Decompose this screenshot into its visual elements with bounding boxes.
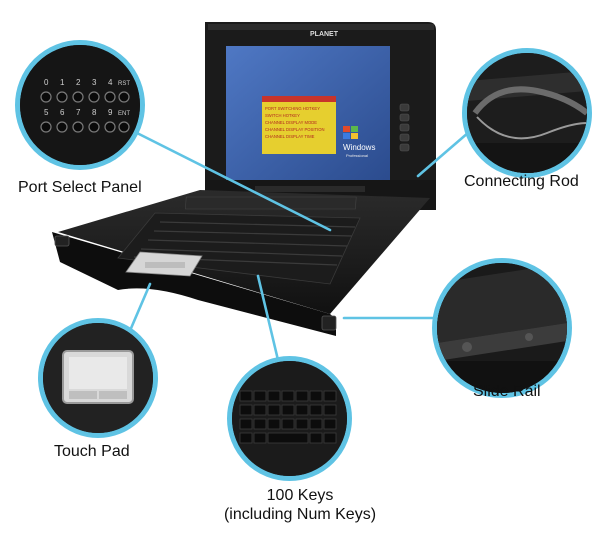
port-key-6: 6: [60, 108, 65, 117]
keys-label-line2: (including Num Keys): [223, 506, 377, 523]
port-key-2: 2: [76, 78, 81, 87]
touch-pad-callout: [38, 318, 158, 438]
port-key-rst: RST: [118, 81, 130, 87]
mounting-brackets: [54, 235, 337, 331]
port-select-label: Port Select Panel: [18, 179, 142, 196]
connecting-rod-label: Connecting Rod: [464, 173, 579, 190]
brand-mark: PLANET: [310, 31, 339, 38]
keys-label-line1: 100 Keys: [266, 487, 334, 504]
screen-dialog: [262, 96, 336, 154]
screen-line: SWITCH HOTKEY: [265, 113, 300, 118]
keyboard: [117, 212, 361, 285]
os-logo-text: Windows: [343, 143, 375, 152]
port-key-8: 8: [92, 108, 97, 117]
port-key-1: 1: [60, 78, 65, 87]
windows-logo-icon: [343, 126, 358, 139]
slide-rail-label: Slide Rail: [473, 383, 541, 400]
lid-buttons: [399, 103, 410, 152]
screen-line: CHANNEL DISPLAY POSITION: [265, 127, 325, 132]
os-logo-sub: Professional: [346, 153, 368, 158]
screen-line: PORT SWITCHING HOTKEY: [265, 106, 320, 111]
slide-rail-callout: [432, 258, 572, 398]
screen-line: CHANNEL DISPLAY MODE: [265, 120, 317, 125]
touch-pad-label: Touch Pad: [54, 443, 130, 460]
port-key-4: 4: [108, 78, 113, 87]
keys-callout: [227, 356, 352, 481]
connecting-rod-callout: [462, 48, 592, 178]
screen-line: CHANNEL DISPLAY TIME: [265, 134, 315, 139]
port-key-ent: ENT: [118, 111, 130, 117]
port-key-5: 5: [44, 108, 49, 117]
port-key-7: 7: [76, 108, 81, 117]
port-key-0: 0: [44, 78, 49, 87]
port-key-9: 9: [108, 108, 113, 117]
port-select-callout: 0 1 2 3 4 RST 5 6 7 8 9 ENT: [15, 40, 145, 170]
port-key-3: 3: [92, 78, 97, 87]
